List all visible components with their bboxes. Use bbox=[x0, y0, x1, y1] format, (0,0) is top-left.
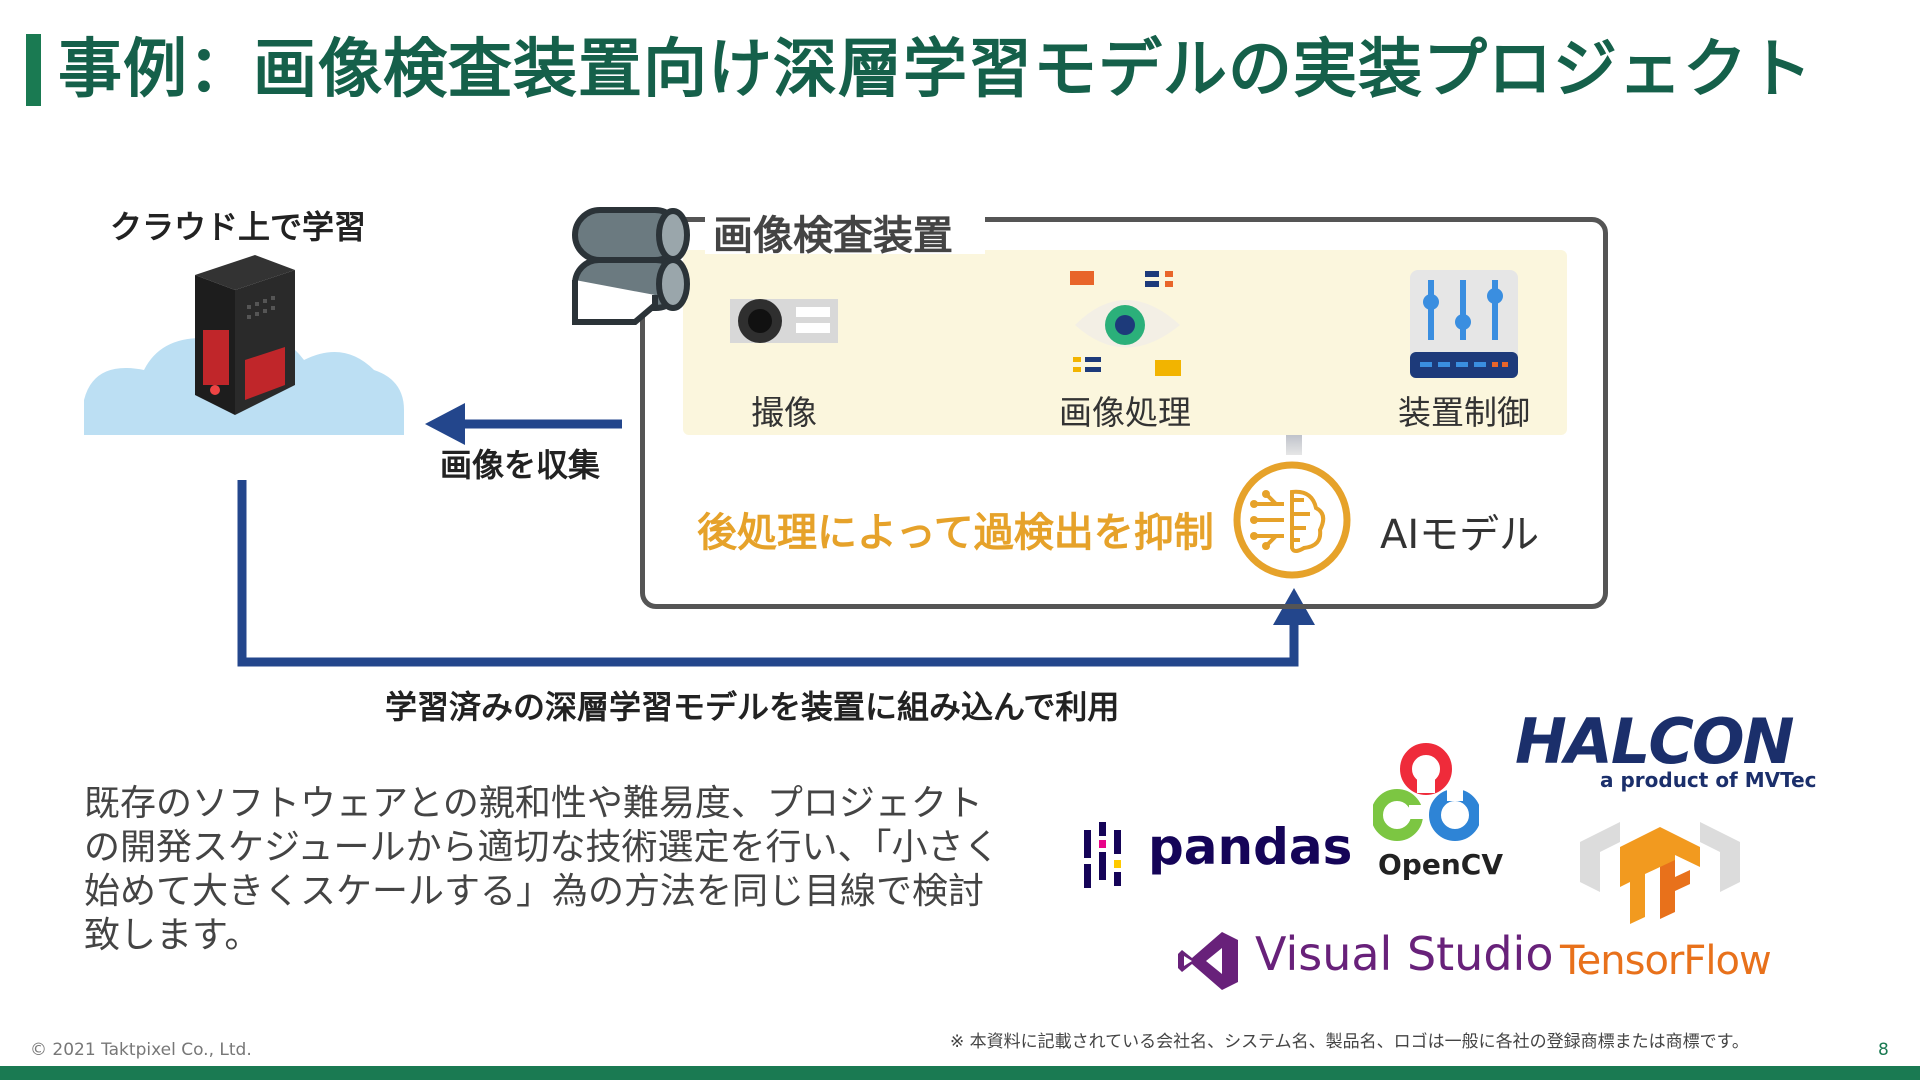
step-label-image-processing: 画像処理 bbox=[1059, 393, 1191, 432]
ai-model-label: AIモデル bbox=[1380, 512, 1540, 558]
device-title: 画像検査装置 bbox=[713, 213, 953, 259]
device-title-background bbox=[705, 198, 985, 254]
cloud-training-label: クラウド上で学習 bbox=[110, 208, 367, 246]
ai-brain-icon bbox=[1233, 461, 1351, 579]
tensorflow-logo: TensorFlow bbox=[1560, 938, 1772, 984]
page-title: 事例：画像検査装置向け深層学習モデルの実装プロジェクト bbox=[58, 33, 1813, 107]
collect-arrow bbox=[425, 403, 622, 445]
halcon-logo: HALCON bbox=[1515, 705, 1794, 778]
description-text: 既存のソフトウェアとの親和性や難易度、プロジェクトの開発スケジュールから適切な技… bbox=[84, 783, 1000, 956]
step-label-device-control: 装置制御 bbox=[1398, 393, 1530, 432]
trademark-disclaimer: ※ 本資料に記載されている会社名、システム名、製品名、ロゴは一般に各社の登録商標… bbox=[950, 1032, 1749, 1052]
footer-bar bbox=[0, 1066, 1920, 1080]
pandas-logo: pandas bbox=[1148, 818, 1353, 876]
inspection-camera-icon bbox=[572, 207, 690, 325]
visual-studio-logo: Visual Studio bbox=[1255, 927, 1554, 981]
page-number: 8 bbox=[1878, 1040, 1889, 1060]
suppress-overdetection-text: 後処理によって過検出を抑制 bbox=[697, 510, 1214, 556]
opencv-logo: OpenCV bbox=[1378, 848, 1503, 881]
step-label-imaging: 撮像 bbox=[751, 393, 817, 432]
pandas-logo-icon bbox=[1084, 822, 1121, 888]
collect-images-label: 画像を収集 bbox=[440, 446, 601, 484]
visual-studio-logo-icon bbox=[1178, 932, 1238, 990]
control-sliders-icon bbox=[1410, 270, 1518, 378]
copyright-text: © 2021 Taktpixel Co., Ltd. bbox=[30, 1040, 252, 1060]
title-accent-bar bbox=[26, 34, 41, 106]
camera-icon bbox=[730, 299, 838, 343]
inspection-device-frame bbox=[640, 217, 1608, 609]
eye-scan-icon bbox=[1070, 271, 1181, 376]
tensorflow-logo-icon bbox=[1580, 822, 1740, 924]
halcon-logo-subtitle: a product of MVTec bbox=[1600, 768, 1817, 792]
server-icon bbox=[195, 255, 295, 415]
deploy-model-label: 学習済みの深層学習モデルを装置に組み込んで利用 bbox=[385, 688, 1120, 726]
opencv-logo-icon bbox=[1373, 743, 1479, 841]
